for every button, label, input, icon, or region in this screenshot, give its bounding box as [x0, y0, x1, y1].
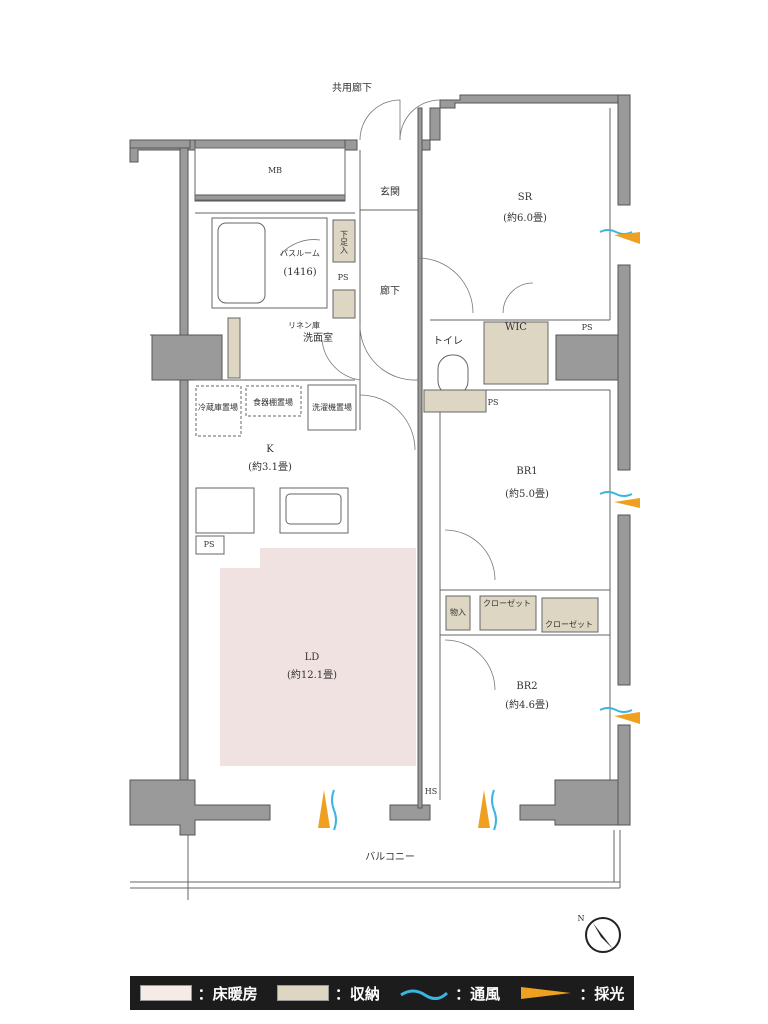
legend-daylight: ：採光 [519, 983, 624, 1004]
legend-label: ：収納 [334, 984, 380, 1003]
label-wic: WIC [505, 322, 527, 333]
label-kitchen: K [266, 444, 274, 455]
label-kitchen-size: (約3.1畳) [248, 460, 292, 473]
label-ld: LD [305, 652, 320, 663]
label-cupboard: 食器棚置場 [253, 397, 293, 407]
label-hallway: 廊下 [380, 284, 400, 297]
label-bathroom-size: (1416) [283, 267, 316, 278]
label-ps: PS [488, 398, 499, 407]
light-wedge-icon [521, 987, 572, 999]
label-ld-size: (約12.1畳) [287, 668, 337, 681]
storage-swatch [276, 985, 329, 1001]
label-toilet: トイレ [433, 336, 463, 347]
label-washroom: 洗面室 [303, 331, 333, 344]
label-closet: クローゼット [545, 619, 593, 629]
label-ps: PS [338, 273, 349, 282]
legend-label: ：通風 [455, 984, 501, 1003]
label-hs: HS [425, 787, 437, 796]
floor-heating-swatch [139, 985, 192, 1001]
label-br1: BR1 [516, 466, 537, 477]
light-wedge-icon [614, 498, 640, 508]
wind-wave-icon [599, 229, 633, 235]
svg-text:N: N [578, 914, 585, 923]
label-bathroom: バスルーム [280, 249, 320, 258]
label-br1-size: (約5.0畳) [505, 487, 549, 500]
balcony-rail [130, 830, 621, 900]
light-wedge-icon [614, 712, 640, 724]
label-br2-size: (約4.6畳) [505, 698, 549, 711]
label-br2: BR2 [516, 681, 537, 692]
legend-storage: ：収納 [276, 983, 380, 1004]
label-mb: MB [268, 166, 282, 175]
label-ps: PS [582, 323, 593, 332]
label-sr-size: (約6.0畳) [503, 211, 547, 224]
door-swings [279, 99, 534, 691]
label-common-corridor: 共用廊下 [332, 81, 372, 94]
legend-ventilation: ：通風 [399, 983, 500, 1004]
label-shoe-storage: 下足入 [340, 230, 349, 254]
light-wedge-icon [318, 790, 330, 828]
ventilation-light-markers [318, 229, 640, 831]
wind-wave-icon [491, 789, 497, 831]
legend-floor-heating: ：床暖房 [139, 983, 258, 1004]
light-wedge-icon [614, 232, 640, 244]
legend-label: ：床暖房 [197, 984, 258, 1003]
label-washer: 洗濯機置場 [312, 402, 352, 412]
label-sr: SR [518, 192, 533, 203]
wind-wave-icon [331, 789, 337, 831]
label-ps: PS [204, 540, 215, 549]
wind-wave-icon [599, 491, 633, 497]
light-wedge-icon [478, 790, 490, 828]
label-balcony: バルコニー [365, 851, 415, 863]
walls [129, 94, 631, 836]
storage-areas [227, 219, 599, 633]
floor-heating-area [220, 548, 416, 766]
north-compass-icon: N [578, 914, 621, 953]
label-closet: クローゼット [483, 598, 531, 608]
wind-wave-icon [599, 707, 633, 713]
label-fridge: 冷蔵庫置場 [198, 402, 238, 412]
legend: ：床暖房 ：収納 ：通風 ：採光 [130, 976, 634, 1010]
interior-lines [194, 108, 611, 800]
label-linen: リネン庫 [288, 320, 320, 330]
label-storage: 物入 [450, 607, 466, 617]
label-entrance: 玄関 [380, 185, 400, 198]
legend-label: ：採光 [579, 984, 625, 1003]
wind-wave-icon [400, 989, 449, 1000]
